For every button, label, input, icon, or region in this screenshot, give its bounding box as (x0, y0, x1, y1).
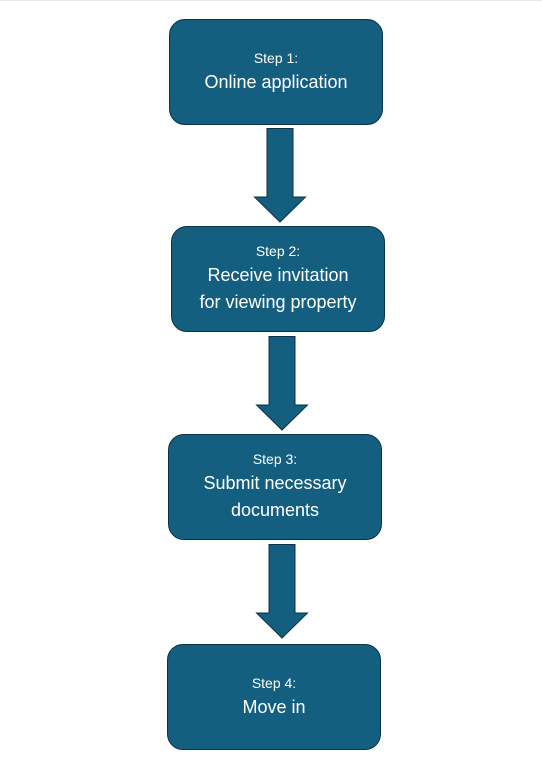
step-2-box: Step 2: Receive invitation for viewing p… (171, 226, 385, 332)
step-1-box: Step 1: Online application (169, 19, 383, 125)
step-1-label: Step 1: (253, 49, 299, 66)
step-2-text-line-2: for viewing property (199, 292, 357, 312)
step-3-text-line-1: Submit necessary (203, 473, 347, 493)
step-2-text-line-1: Receive invitation (207, 265, 349, 285)
step-3-text-line-2: documents (230, 500, 320, 520)
step-1-text-line-1: Online application (204, 71, 348, 92)
down-arrow-3-to-4 (255, 544, 309, 639)
step-3-box: Step 3: Submit necessary documents (168, 434, 382, 540)
step-4-box: Step 4: Move in (167, 644, 381, 750)
step-3-label: Step 3: (252, 451, 298, 467)
step-2-label: Step 2: (255, 243, 301, 259)
step-4-text-line-1: Move in (242, 696, 306, 717)
step-4-label: Step 4: (251, 674, 297, 691)
down-arrow-1-to-2 (253, 128, 307, 223)
down-arrow-2-to-3 (255, 336, 309, 431)
top-divider (0, 0, 542, 1)
